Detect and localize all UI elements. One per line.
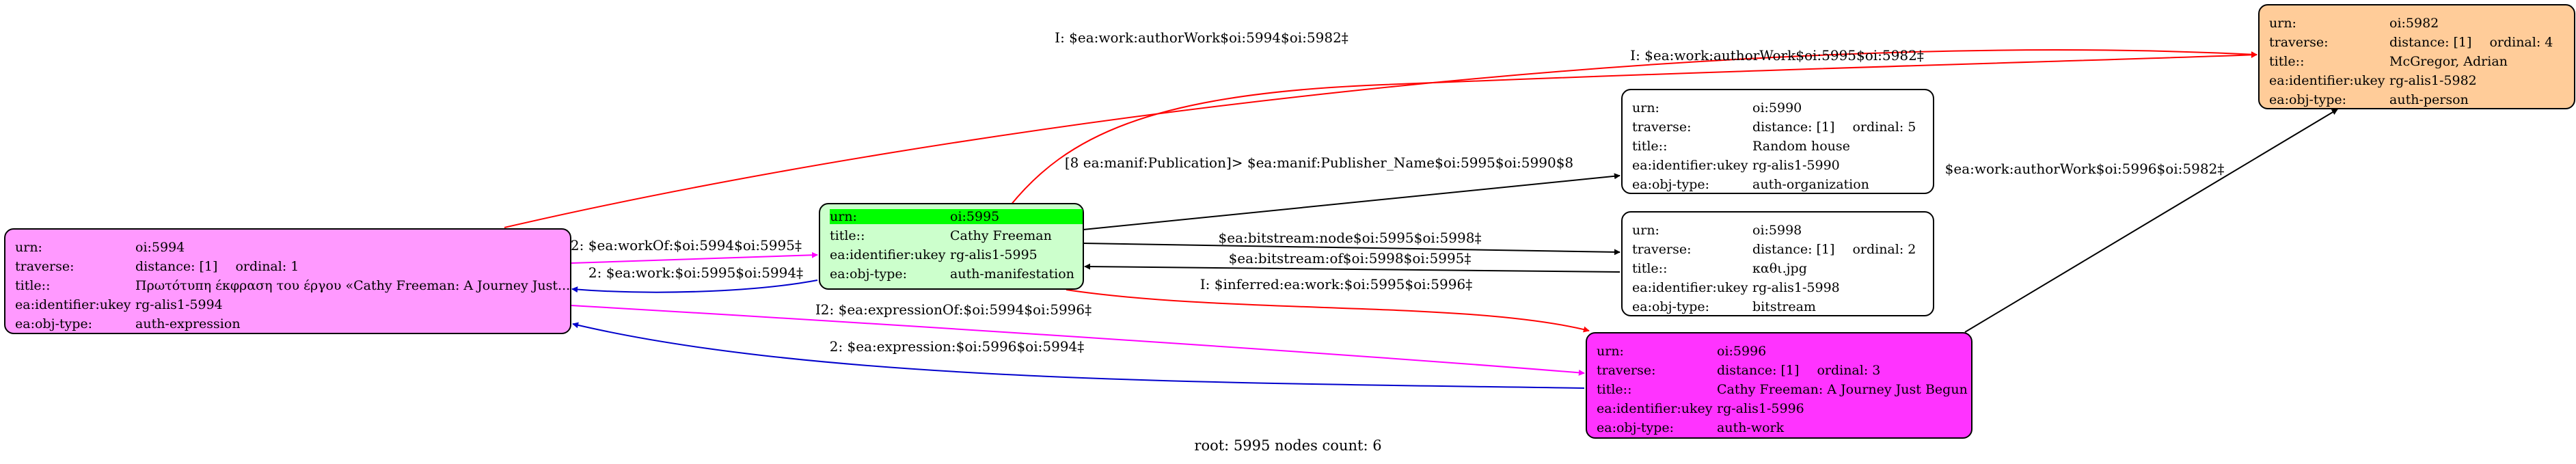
node-5982-title: McGregor, Adrian xyxy=(2389,54,2508,69)
node-5990-distance: distance: [1] xyxy=(1752,120,1835,135)
edge-5996-5994 xyxy=(572,322,1585,389)
node-5998-urn-key: urn: xyxy=(1632,223,1659,238)
node-5982-ukey-key: ea:identifier:ukey xyxy=(2269,73,2385,88)
node-5994-ordinal: ordinal: 1 xyxy=(235,259,299,274)
node-5996-title-key: title:: xyxy=(1597,382,1632,397)
node-5995-title-key: title:: xyxy=(830,228,865,243)
node-5996[interactable]: urn: oi:5996 traverse: distance: [1] ordina… xyxy=(1586,332,1972,439)
node-5990[interactable]: urn: oi:5990 traverse: distance: [1] ordina… xyxy=(1621,89,1934,194)
node-5994-traverse-key: traverse: xyxy=(15,259,74,274)
node-5990-ordinal: ordinal: 5 xyxy=(1852,120,1916,135)
node-5990-ukey-key: ea:identifier:ukey xyxy=(1632,158,1748,173)
node-5995-type: auth-manifestation xyxy=(950,267,1074,282)
node-5994-urn-key: urn: xyxy=(15,240,42,255)
edge-label-workof: I2: $ea:workOf:$oi:5994$oi:5995‡ xyxy=(565,237,802,254)
edge-5995-5994 xyxy=(571,279,818,293)
edge-5994-5996 xyxy=(571,305,1585,376)
node-5990-traverse-key: traverse: xyxy=(1632,120,1692,135)
node-5995-root[interactable]: urn: oi:5995 title::Cathy Freeman ea:iden… xyxy=(819,203,1084,290)
node-5995-urn: oi:5995 xyxy=(950,209,1000,224)
node-5994[interactable]: urn: oi:5994 traverse: distance: [1] ordina… xyxy=(4,228,571,334)
graph-footer: root: 5995 nodes count: 6 xyxy=(1194,437,1382,454)
node-5996-ukey-key: ea:identifier:ukey xyxy=(1597,401,1713,416)
node-5996-distance: distance: [1] xyxy=(1717,363,1800,378)
node-5995-ukey: rg-alis1-5995 xyxy=(950,247,1038,262)
node-5982-ukey: rg-alis1-5982 xyxy=(2389,73,2477,88)
node-5982-type: auth-person xyxy=(2389,92,2469,107)
node-5994-distance: distance: [1] xyxy=(135,259,218,274)
edge-5995-5982 xyxy=(1009,51,2258,206)
edge-label-author-5996: $ea:work:authorWork$oi:5996$oi:5982‡ xyxy=(1945,161,2225,177)
edge-label-expressionof: I2: $ea:expressionOf:$oi:5994$oi:5996‡ xyxy=(815,301,1092,318)
node-5995-type-key: ea:obj-type: xyxy=(830,267,908,282)
node-5998-title: καθι.jpg xyxy=(1752,261,1807,276)
edge-label-bitstream-of: $ea:bitstream:of$oi:5998$oi:5995‡ xyxy=(1229,250,1472,267)
node-5995-urn-highlight: urn: oi:5995 xyxy=(830,209,1083,224)
edge-label-inferred-work: I: $inferred:ea:work:$oi:5995$oi:5996‡ xyxy=(1200,276,1472,292)
node-5998-ordinal: ordinal: 2 xyxy=(1852,242,1916,257)
node-5994-title-key: title:: xyxy=(15,278,51,293)
node-5982-distance: distance: [1] xyxy=(2389,35,2472,50)
node-5990-ukey: rg-alis1-5990 xyxy=(1752,158,1840,173)
node-5982-title-key: title:: xyxy=(2269,54,2305,69)
edge-5995-5990 xyxy=(1083,173,1621,230)
node-5994-ukey: rg-alis1-5994 xyxy=(135,297,223,312)
node-5996-urn: oi:5996 xyxy=(1717,344,1767,359)
node-5990-type: auth-organization xyxy=(1752,177,1869,192)
node-5990-title: Random house xyxy=(1752,139,1850,154)
edge-5996-5982 xyxy=(1964,109,2338,333)
node-5982[interactable]: urn: oi:5982 traverse: distance: [1] ordina… xyxy=(2258,4,2575,109)
node-5995-title: Cathy Freeman xyxy=(950,228,1052,243)
node-5995-urn-key: urn: xyxy=(830,209,857,224)
node-5998-ukey: rg-alis1-5998 xyxy=(1752,280,1840,295)
node-5998-distance: distance: [1] xyxy=(1752,242,1835,257)
edge-5995-5996 xyxy=(1066,289,1590,333)
node-5996-type-key: ea:obj-type: xyxy=(1597,420,1675,435)
edge-label-author-5995: I: $ea:work:authorWork$oi:5995$oi:5982‡ xyxy=(1630,47,1924,64)
node-5995-ukey-key: ea:identifier:ukey xyxy=(830,247,946,262)
edge-label-author-5994: I: $ea:work:authorWork$oi:5994$oi:5982‡ xyxy=(1055,29,1348,46)
node-5990-type-key: ea:obj-type: xyxy=(1632,177,1710,192)
edge-5994-5982 xyxy=(504,49,2258,228)
node-5994-title: Πρωτότυπη έκφραση του έργου «Cathy Freem… xyxy=(135,278,571,293)
edge-5998-5995 xyxy=(1084,263,1621,273)
node-5990-urn-key: urn: xyxy=(1632,100,1659,115)
node-5982-urn: oi:5982 xyxy=(2389,16,2439,31)
node-5990-urn: oi:5990 xyxy=(1752,100,1802,115)
node-5996-ukey: rg-alis1-5996 xyxy=(1717,401,1804,416)
node-5998-ukey-key: ea:identifier:ukey xyxy=(1632,280,1748,295)
edge-5994-5995 xyxy=(571,251,818,264)
node-5996-traverse-key: traverse: xyxy=(1597,363,1656,378)
edge-label-bitstream-node: $ea:bitstream:node$oi:5995$oi:5998‡ xyxy=(1219,230,1482,246)
edge-label-expression: 2: $ea:expression:$oi:5996$oi:5994‡ xyxy=(830,338,1085,355)
node-5998-type-key: ea:obj-type: xyxy=(1632,299,1710,314)
node-5994-ukey-key: ea:identifier:ukey xyxy=(15,297,131,312)
node-5982-ordinal: ordinal: 4 xyxy=(2489,35,2553,50)
node-5996-urn-key: urn: xyxy=(1597,344,1624,359)
node-5996-title: Cathy Freeman: A Journey Just Begun xyxy=(1717,382,1968,397)
node-5994-type-key: ea:obj-type: xyxy=(15,316,93,331)
node-5998-title-key: title:: xyxy=(1632,261,1668,276)
node-5994-type: auth-expression xyxy=(135,316,241,331)
node-5998-traverse-key: traverse: xyxy=(1632,242,1692,257)
node-5998[interactable]: urn: oi:5998 traverse: distance: [1] ordina… xyxy=(1621,211,1934,316)
node-5998-type: bitstream xyxy=(1752,299,1816,314)
node-5996-ordinal: ordinal: 3 xyxy=(1817,363,1881,378)
node-5994-urn: oi:5994 xyxy=(135,240,185,255)
edge-label-publisher: [8 ea:manif:Publication]> $ea:manif:Publ… xyxy=(1065,154,1573,171)
edge-5995-5998 xyxy=(1083,243,1621,256)
node-5982-traverse-key: traverse: xyxy=(2269,35,2329,50)
node-5996-type: auth-work xyxy=(1717,420,1785,435)
node-5982-type-key: ea:obj-type: xyxy=(2269,92,2347,107)
node-5998-urn: oi:5998 xyxy=(1752,223,1802,238)
node-5982-urn-key: urn: xyxy=(2269,16,2296,31)
node-5990-title-key: title:: xyxy=(1632,139,1668,154)
edge-label-work: 2: $ea:work:$oi:5995$oi:5994‡ xyxy=(588,264,803,281)
